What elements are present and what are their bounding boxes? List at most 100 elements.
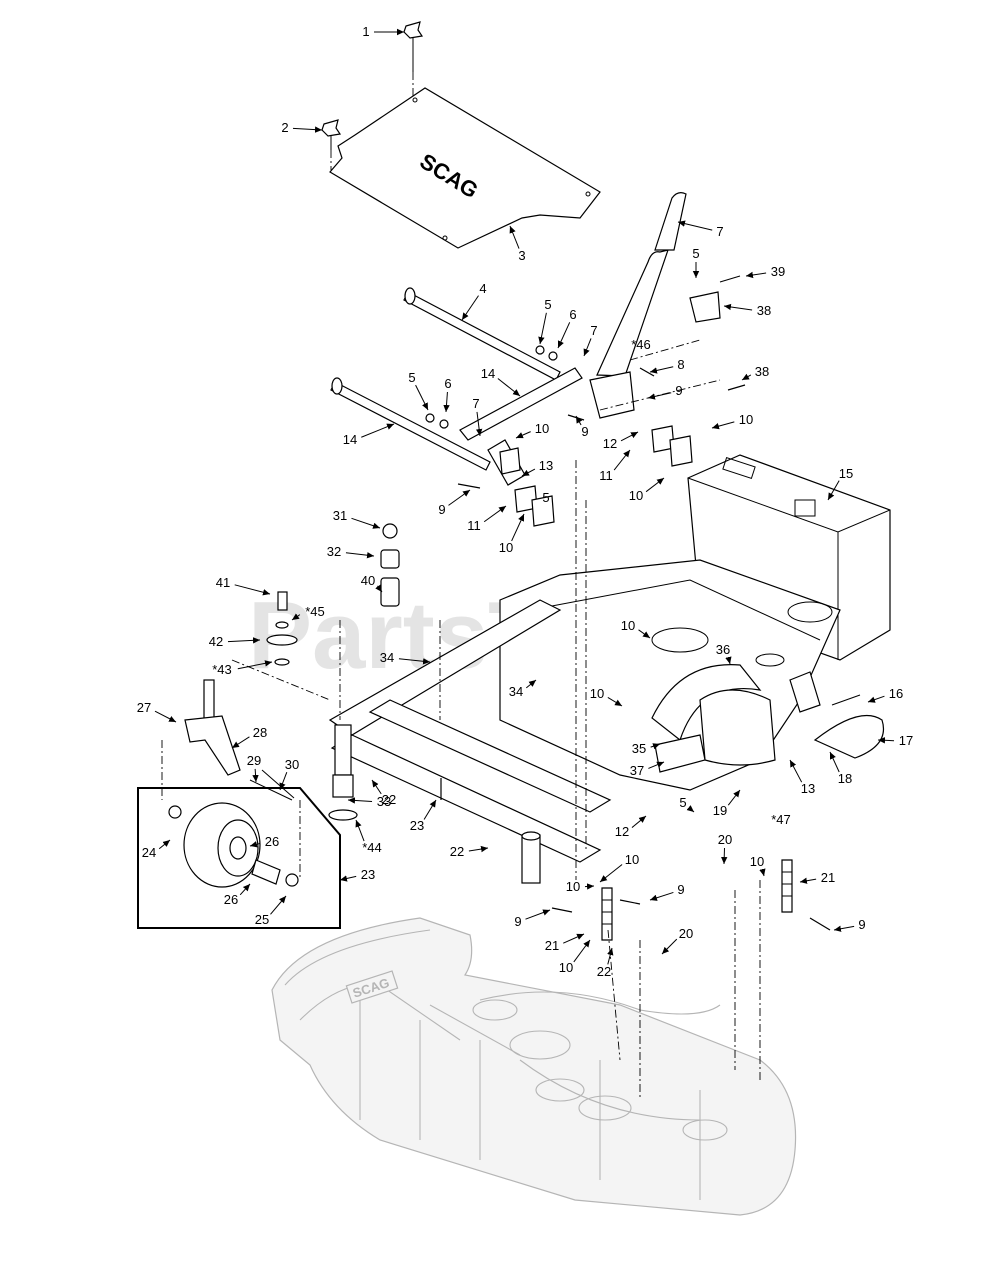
callout-leader xyxy=(631,815,647,828)
callout-leader xyxy=(607,947,614,965)
callout-leader xyxy=(525,909,551,920)
callout-label: *45 xyxy=(305,604,325,619)
callout-label: *47 xyxy=(771,812,791,827)
callout-label: 13 xyxy=(539,458,553,473)
callout-label: 10 xyxy=(629,488,643,503)
callout-label: *46 xyxy=(631,337,651,352)
lift-plate xyxy=(651,664,776,773)
callout-label: 6 xyxy=(569,307,576,322)
callout-label: 7 xyxy=(590,323,597,338)
callout-label: 14 xyxy=(343,432,357,447)
callout-leader xyxy=(468,845,489,853)
callout-leader xyxy=(725,656,732,665)
callout-label: 33 xyxy=(377,794,391,809)
callout-leader xyxy=(573,939,591,963)
callout-label: 20 xyxy=(679,926,693,941)
caster-wheel-kit xyxy=(137,787,341,929)
deck-chains xyxy=(601,859,793,941)
callout-leader xyxy=(661,938,678,955)
callout-label: 23 xyxy=(410,818,424,833)
callout-label: 10 xyxy=(559,960,573,975)
callout-leader xyxy=(799,877,817,884)
callout-label: 14 xyxy=(481,366,495,381)
callout-leader xyxy=(759,868,766,877)
callout-label: 9 xyxy=(677,882,684,897)
callout-label: 34 xyxy=(509,684,523,699)
callout-label: 4 xyxy=(479,281,486,296)
callout-label: 19 xyxy=(713,803,727,818)
main-frame xyxy=(328,454,891,863)
callout-leader xyxy=(584,883,595,890)
callout-label: 7 xyxy=(716,224,723,239)
callout-leader xyxy=(361,423,395,438)
callout-label: 22 xyxy=(597,964,611,979)
callout-label: 36 xyxy=(716,642,730,657)
callout-label: 1 xyxy=(362,24,369,39)
callout-label: 8 xyxy=(677,357,684,372)
callout-label: 13 xyxy=(801,781,815,796)
callout-leader xyxy=(521,468,536,477)
callout-label: 16 xyxy=(889,686,903,701)
callout-leader xyxy=(741,373,752,381)
callout-leader xyxy=(647,392,672,400)
callout-label: 27 xyxy=(137,700,151,715)
callout-leader xyxy=(448,489,471,506)
callout-leader xyxy=(557,322,571,349)
callout-label: 26 xyxy=(265,834,279,849)
callout-leader xyxy=(279,772,288,791)
callout-label: 39 xyxy=(771,264,785,279)
callout-leader xyxy=(575,415,583,426)
callout-leader xyxy=(371,779,382,795)
callout-leader xyxy=(375,584,383,593)
callout-leader xyxy=(829,751,840,773)
callout-label: 9 xyxy=(675,383,682,398)
callout-label: 10 xyxy=(590,686,604,701)
brackets xyxy=(499,275,741,527)
callout-label: 10 xyxy=(750,854,764,869)
cover-plate: SCAG xyxy=(329,87,601,249)
callout-leader xyxy=(158,839,171,850)
knob-1 xyxy=(403,21,424,96)
callout-label: 17 xyxy=(899,733,913,748)
callout-leader xyxy=(497,378,521,397)
callout-label: 5 xyxy=(544,297,551,312)
callout-label: 35 xyxy=(632,741,646,756)
callout-leader xyxy=(270,895,287,915)
callout-leader xyxy=(249,841,261,848)
callout-leader xyxy=(515,431,531,439)
callout-label: 21 xyxy=(545,938,559,953)
callout-label: 10 xyxy=(739,412,753,427)
callout-leader xyxy=(339,875,357,882)
callout-label: 5 xyxy=(542,490,549,505)
callout-label: 41 xyxy=(216,575,230,590)
callout-leader xyxy=(345,552,375,559)
caster-fork xyxy=(184,679,295,801)
callout-leader xyxy=(475,411,483,437)
callout-leader xyxy=(649,366,674,374)
callout-leader xyxy=(827,480,840,501)
callout-label: 28 xyxy=(253,725,267,740)
callout-label: 11 xyxy=(599,468,613,483)
callout-label: 18 xyxy=(838,771,852,786)
lift-rods xyxy=(330,287,583,486)
callout-label: 10 xyxy=(625,852,639,867)
callout-label: 21 xyxy=(821,870,835,885)
callout-label: 2 xyxy=(281,120,288,135)
callout-label: 10 xyxy=(621,618,635,633)
callout-leader xyxy=(583,338,592,357)
callout-label: 32 xyxy=(327,544,341,559)
callout-label: 9 xyxy=(858,917,865,932)
callout-label: 12 xyxy=(615,824,629,839)
callout-label: 5 xyxy=(692,246,699,261)
callout-leader xyxy=(423,799,437,820)
callout-label: *43 xyxy=(212,662,232,677)
callout-leader xyxy=(525,679,537,689)
callout-label: 12 xyxy=(603,436,617,451)
callout-leader xyxy=(620,431,639,442)
callout-leader xyxy=(355,819,365,842)
callout-leader xyxy=(252,768,259,783)
callout-leader xyxy=(291,613,301,621)
callout-label: 37 xyxy=(630,763,644,778)
